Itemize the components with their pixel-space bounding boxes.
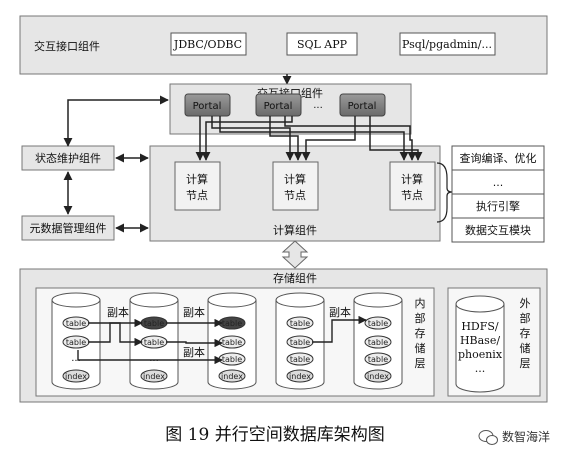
table-label: table (290, 355, 310, 364)
compute-node-2-line1: 计算 (284, 172, 306, 186)
wechat-icon (478, 430, 498, 445)
svg-text:储: 储 (520, 341, 531, 355)
state-maintenance-label: 状态维护组件 (35, 151, 101, 165)
storage-cylinder-5: table table table index (353, 292, 403, 390)
metadata-management-box (21, 215, 115, 241)
external-line-1: HDFS/ (461, 320, 499, 333)
portal-1 (184, 93, 231, 117)
portal-3 (339, 93, 386, 117)
table-oval (286, 316, 314, 330)
portal-2-label: Portal (264, 101, 293, 112)
index-oval (140, 369, 168, 383)
table-label: table (290, 319, 310, 328)
node-modules-list: 查询编译、优化 ... 执行引擎 数据交互模块 (451, 145, 545, 243)
app-box-jdbc (170, 32, 247, 56)
storage-cylinder-3: table table table index (207, 292, 257, 390)
table-oval (286, 352, 314, 366)
table-oval (364, 352, 392, 366)
compute-node-2: 计算 节点 (272, 161, 319, 211)
index-oval (364, 369, 392, 383)
table-label: table (144, 319, 164, 328)
external-line-4: ... (475, 362, 486, 375)
wechat-watermark: 数智海洋 (478, 429, 550, 445)
table-label: table (290, 338, 310, 347)
app-box-sql (286, 32, 358, 56)
replica-label-1: 副本 (107, 305, 129, 319)
module-execution-engine: 执行引擎 (476, 199, 520, 213)
top-layer-title: 交互接口组件 (34, 39, 100, 53)
compute-node-2-line2: 节点 (284, 189, 306, 202)
index-label: index (289, 372, 311, 381)
table-label: table (368, 338, 388, 347)
table-label: table (222, 338, 242, 347)
svg-text:存: 存 (415, 326, 426, 340)
compute-node-3-line1: 计算 (401, 172, 423, 186)
compute-storage-arrow (281, 240, 309, 269)
compute-node-1-line1: 计算 (186, 172, 208, 186)
table-label: table (368, 319, 388, 328)
external-storage-title: 外 部 存 储 层 (520, 297, 531, 370)
compute-node-3: 计算 节点 (389, 161, 436, 211)
replica-label-2: 副本 (183, 305, 205, 319)
metadata-management-label: 元数据管理组件 (30, 221, 107, 235)
index-label: index (65, 372, 87, 381)
module-data-exchange: 数据交互模块 (465, 223, 531, 237)
svg-text:存: 存 (520, 326, 531, 340)
watermark-text: 数智海洋 (502, 429, 550, 444)
cylinder-ellipsis: ... (149, 353, 159, 364)
external-line-3: phoenix (458, 348, 503, 361)
storage-layer-title: 存储组件 (273, 271, 317, 285)
portal-to-node-arrows (195, 116, 423, 161)
storage-cylinder-1: table table... index (51, 292, 101, 390)
index-label: index (221, 372, 243, 381)
app-label-jdbc: JDBC/ODBC (173, 38, 242, 51)
app-label-sql: SQL APP (297, 38, 348, 51)
index-oval (286, 369, 314, 383)
svg-text:部: 部 (520, 311, 531, 325)
svg-text:内: 内 (415, 296, 426, 310)
app-box-psql (399, 32, 496, 56)
compute-node-1: 计算 节点 (174, 161, 221, 211)
table-oval (364, 335, 392, 349)
svg-text:部: 部 (415, 311, 426, 325)
app-label-psql: Psql/pgadmin/... (402, 38, 492, 51)
cylinder-ellipsis: ... (71, 353, 81, 364)
portal-1-label: Portal (193, 101, 222, 112)
external-line-2: HBase/ (460, 334, 500, 347)
compute-layer-title: 计算组件 (273, 223, 317, 237)
table-label: table (368, 355, 388, 364)
compute-node-3-line2: 节点 (401, 189, 423, 202)
internal-storage-title: 内 部 存 储 层 (415, 296, 426, 370)
module-query-compile: 查询编译、优化 (460, 151, 537, 165)
portal-3-label: Portal (348, 101, 377, 112)
svg-text:层: 层 (415, 357, 426, 370)
state-maintenance-box (21, 145, 115, 171)
svg-text:层: 层 (520, 357, 531, 370)
table-label: table (222, 355, 242, 364)
compute-node-1-line2: 节点 (186, 189, 208, 202)
figure-caption: 图 19 并行空间数据库架构图 (165, 425, 384, 445)
table-label: table (144, 338, 164, 347)
index-label: index (367, 372, 389, 381)
replica-label-4: 副本 (329, 305, 351, 319)
svg-text:储: 储 (415, 341, 426, 355)
portal-2 (255, 93, 302, 117)
svg-text:外: 外 (520, 297, 531, 310)
table-label: table (66, 319, 86, 328)
arrow-state-to-interface (63, 95, 169, 147)
external-storage-cylinder: HDFS/ HBase/ phoenix ... (455, 295, 505, 393)
portal-ellipsis: ... (313, 100, 323, 111)
index-oval (218, 369, 246, 383)
replica-arrows (77, 315, 367, 365)
table-label: table (222, 319, 242, 328)
replica-label-3: 副本 (183, 345, 205, 359)
table-label: table (66, 338, 86, 347)
storage-cylinder-4: table table table index (275, 292, 325, 390)
storage-cylinder-2: table table... index (129, 292, 179, 390)
index-label: index (143, 372, 165, 381)
index-oval (62, 369, 90, 383)
module-ellipsis: ... (493, 176, 504, 189)
